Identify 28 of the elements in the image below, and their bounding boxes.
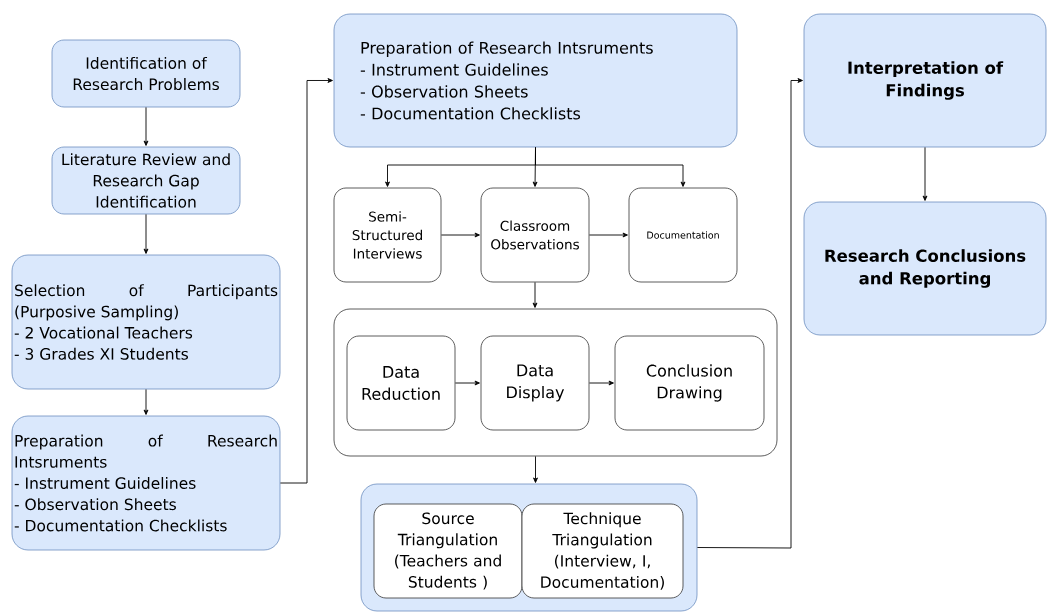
process-box: Interpretation of Findings: [803, 13, 1047, 148]
arrow: [535, 146, 686, 187]
arrow: [588, 380, 614, 386]
process-box: Semi-Structured Interviews: [333, 187, 442, 283]
arrow: [143, 388, 149, 415]
process-box: Data Reduction: [346, 335, 456, 431]
process-box: Preparation of Research Intsruments - Instrument Guidelines - Observation Sheets - Documentation Checklists: [11, 415, 281, 551]
process-box: Selection of Participants (Purposive Sampling) - 2 Vocational Teachers - 3 Grades XI Students: [11, 254, 281, 390]
arrow: [143, 213, 149, 254]
process-box: Preparation of Research Intsruments - Instrument Guidelines - Observation Sheets - Documentation Checklists: [333, 13, 738, 148]
process-box: Research Conclusions and Reporting: [803, 201, 1047, 336]
arrow: [696, 78, 803, 549]
process-box: Data Display: [480, 335, 590, 431]
arrow: [922, 146, 928, 201]
arrow: [143, 106, 149, 146]
process-box: Conclusion Drawing: [614, 335, 765, 431]
arrow: [588, 232, 628, 238]
arrow: [532, 281, 538, 308]
process-box: Technique Triangulation (Interview, I, Documentation): [521, 503, 684, 599]
arrow: [279, 78, 333, 484]
arrow: [533, 455, 538, 483]
process-box: Classroom Observations: [480, 187, 590, 283]
arrow: [440, 232, 480, 238]
process-box: Source Triangulation (Teachers and Students ): [373, 503, 523, 599]
process-box: Literature Review and Research Gap Identification: [51, 146, 241, 215]
arrow: [454, 380, 480, 386]
process-box: Documentation: [628, 187, 738, 283]
process-box: Identification of Research Problems: [51, 39, 241, 108]
